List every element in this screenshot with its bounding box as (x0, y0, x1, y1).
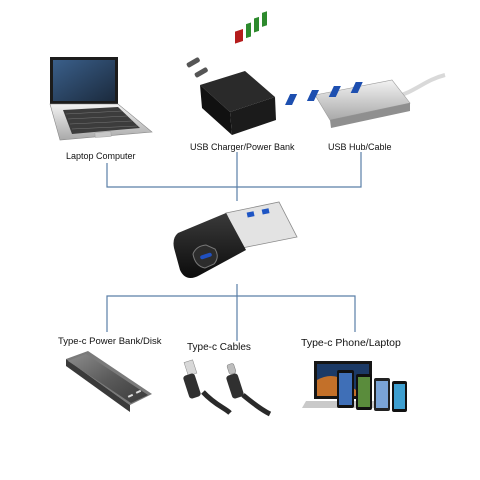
type-c-cable-icon (183, 359, 272, 417)
connector-top (106, 152, 362, 201)
usb-charger-icon (186, 11, 276, 135)
laptop-icon (49, 57, 153, 141)
connector-lines (106, 152, 362, 341)
label-type-c-cables: Type-c Cables (187, 342, 251, 353)
connector-bottom (106, 284, 356, 341)
label-power-bank: Type-c Power Bank/Disk (58, 336, 162, 347)
label-phone-laptop: Type-c Phone/Laptop (301, 337, 401, 349)
phone-laptop-icon (302, 361, 407, 412)
label-laptop-computer: Laptop Computer (66, 151, 136, 161)
label-usb-charger: USB Charger/Power Bank (190, 142, 295, 152)
usb-to-type-c-adapter-icon (173, 201, 298, 279)
label-usb-hub: USB Hub/Cable (328, 142, 392, 152)
usb-hub-icon (285, 73, 446, 128)
power-bank-icon (66, 351, 152, 412)
